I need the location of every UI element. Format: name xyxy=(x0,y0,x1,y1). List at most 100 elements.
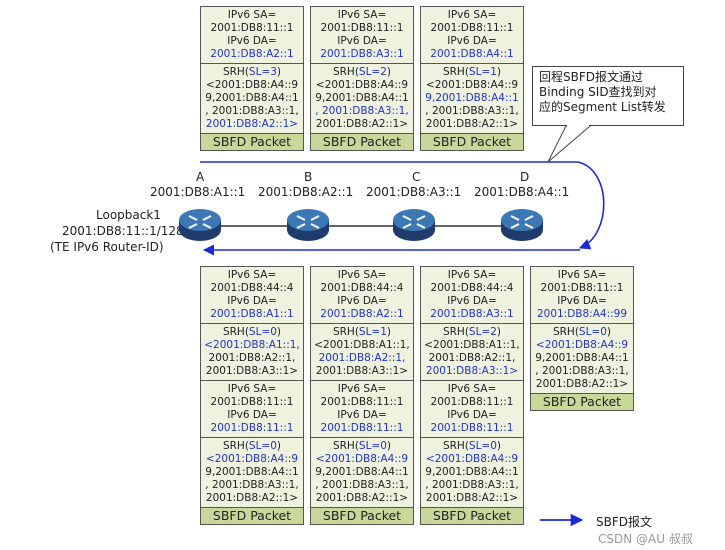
router-icon xyxy=(501,209,543,241)
router-icon xyxy=(287,209,329,241)
packet-footer: SBFD Packet xyxy=(421,134,523,150)
srh-label: SRH( xyxy=(332,326,359,338)
segment-line: 2001:DB8:A3::1> xyxy=(425,365,519,377)
srh-label: SRH( xyxy=(332,440,359,452)
loopback-name: Loopback1 xyxy=(96,208,161,222)
watermark: CSDN @AU 叔叔 xyxy=(598,532,693,546)
segment-line: <2001:DB8:A4::9 xyxy=(425,453,519,465)
srh-label-end: ) xyxy=(386,66,392,78)
srh-sl: SL=2 xyxy=(468,326,497,338)
callout-line: Binding SID查找到对 xyxy=(539,85,657,99)
callout-joint xyxy=(567,124,589,127)
ipv6-sa-value: 2001:DB8:11::1 xyxy=(320,22,404,34)
segment-line: , 2001:DB8:A3::1, xyxy=(425,479,519,491)
srh-sl: SL=1 xyxy=(358,326,387,338)
segment-line: <2001:DB8:A4::9 xyxy=(315,453,409,465)
bottom-packet-3: IPv6 SA= 2001:DB8:44::4 IPv6 DA= 2001:DB… xyxy=(420,266,524,525)
segment-line: 2001:DB8:A2::1, xyxy=(318,352,406,364)
inner-da-value: 2001:DB8:11::1 xyxy=(210,422,294,434)
ipv6-sa-value: 2001:DB8:11::1 xyxy=(430,22,514,34)
segment-line: <2001:DB8:A1::1, xyxy=(424,339,520,351)
outer-da-label: IPv6 DA= xyxy=(337,295,387,307)
segment-line: <2001:DB8:A4::9 xyxy=(205,453,299,465)
top-packet-3: IPv6 SA= 2001:DB8:11::1 IPv6 DA= 2001:DB… xyxy=(420,6,524,151)
packet-footer: SBFD Packet xyxy=(311,508,413,524)
callout-line: 回程SBFD报文通过 xyxy=(539,70,643,84)
node-b-letter: B xyxy=(304,170,313,184)
inner-da-value: 2001:DB8:11::1 xyxy=(320,422,404,434)
segment-line: 9,2001:DB8:A4::1 xyxy=(205,92,299,104)
outer-sa-value: 2001:DB8:44::4 xyxy=(210,282,294,294)
outer-da-label: IPv6 DA= xyxy=(227,295,277,307)
srh-label-end: ) xyxy=(496,66,502,78)
segment-line: 2001:DB8:A2::1> xyxy=(205,118,299,130)
loopback-desc: (TE IPv6 Router-ID) xyxy=(50,240,164,254)
segment-line: , 2001:DB8:A3::1, xyxy=(315,479,409,491)
ipv6-da-label: IPv6 DA= xyxy=(557,295,607,307)
segment-line: 2001:DB8:A3::1> xyxy=(205,365,299,377)
srh-sl: SL=0 xyxy=(248,440,277,452)
packet-footer: SBFD Packet xyxy=(201,508,303,524)
ipv6-sa-value: 2001:DB8:11::1 xyxy=(540,282,624,294)
node-a-letter: A xyxy=(196,170,205,184)
inner-da-value: 2001:DB8:11::1 xyxy=(430,422,514,434)
srh-label-end: ) xyxy=(276,326,282,338)
segment-line: <2001:DB8:A1::1, xyxy=(204,339,300,351)
segment-line: 9,2001:DB8:A4::1 xyxy=(535,352,629,364)
legend-label: SBFD报文 xyxy=(596,515,652,529)
segment-line: 9,2001:DB8:A4::1 xyxy=(315,92,409,104)
packet-footer: SBFD Packet xyxy=(421,508,523,524)
packet-footer: SBFD Packet xyxy=(531,394,633,410)
srh-label: SRH( xyxy=(222,440,249,452)
bottom-packet-1: IPv6 SA= 2001:DB8:44::4 IPv6 DA= 2001:DB… xyxy=(200,266,304,525)
segment-line: , 2001:DB8:A3::1, xyxy=(205,105,299,117)
segment-line: 2001:DB8:A2::1, xyxy=(428,352,516,364)
srh-sl: SL=2 xyxy=(358,66,387,78)
inner-sa-label: IPv6 SA= xyxy=(447,383,497,395)
inner-da-label: IPv6 DA= xyxy=(337,409,387,421)
srh-sl: SL=0 xyxy=(468,440,497,452)
bottom-packet-2: IPv6 SA= 2001:DB8:44::4 IPv6 DA= 2001:DB… xyxy=(310,266,414,525)
inner-da-label: IPv6 DA= xyxy=(227,409,277,421)
node-d-addr: 2001:DB8:A4::1 xyxy=(474,185,570,199)
srh-label-end: ) xyxy=(496,440,502,452)
segment-line: 9,2001:DB8:A4::1 xyxy=(425,92,519,104)
srh-label-end: ) xyxy=(276,66,282,78)
srh-sl: SL=0 xyxy=(248,326,277,338)
ipv6-da-label: IPv6 DA= xyxy=(447,35,497,47)
router-icon xyxy=(179,209,221,241)
srh-label-end: ) xyxy=(386,326,392,338)
ipv6-da-value: 2001:DB8:A3::1 xyxy=(320,48,404,60)
callout-pointer xyxy=(547,125,592,163)
outer-da-value: 2001:DB8:A2::1 xyxy=(320,308,404,320)
inner-sa-value: 2001:DB8:11::1 xyxy=(430,396,514,408)
srh-label-end: ) xyxy=(276,440,282,452)
node-d-letter: D xyxy=(520,170,530,184)
segment-line: , 2001:DB8:A3::1, xyxy=(205,479,299,491)
segment-line: , 2001:DB8:A3::1, xyxy=(315,105,409,117)
outer-sa-value: 2001:DB8:44::4 xyxy=(430,282,514,294)
callout-line: 应的Segment List转发 xyxy=(539,100,666,114)
segment-line: <2001:DB8:A1::1, xyxy=(314,339,410,351)
srh-label: SRH( xyxy=(332,66,359,78)
inner-sa-label: IPv6 SA= xyxy=(337,383,387,395)
callout-box: 回程SBFD报文通过 Binding SID查找到对 应的Segment Lis… xyxy=(532,66,684,126)
segment-line: 2001:DB8:A2::1> xyxy=(535,378,629,390)
segment-line: <2001:DB8:A4::9 xyxy=(425,79,519,91)
segment-line: 2001:DB8:A2::1> xyxy=(205,492,299,504)
outer-da-value: 2001:DB8:A1::1 xyxy=(210,308,294,320)
segment-line: <2001:DB8:A4::9 xyxy=(535,339,629,351)
segment-line: 9,2001:DB8:A4::1 xyxy=(425,466,519,478)
srh-sl: SL=0 xyxy=(358,440,387,452)
inner-sa-value: 2001:DB8:11::1 xyxy=(320,396,404,408)
ipv6-sa-value: 2001:DB8:11::1 xyxy=(210,22,294,34)
srh-sl: SL=1 xyxy=(468,66,497,78)
outer-da-label: IPv6 DA= xyxy=(447,295,497,307)
turnaround-curve xyxy=(577,161,605,250)
srh-sl: SL=3 xyxy=(248,66,277,78)
node-a-addr: 2001:DB8:A1::1 xyxy=(150,185,246,199)
srh-label-end: ) xyxy=(606,326,612,338)
top-packet-2: IPv6 SA= 2001:DB8:11::1 IPv6 DA= 2001:DB… xyxy=(310,6,414,151)
inner-sa-label: IPv6 SA= xyxy=(227,383,277,395)
